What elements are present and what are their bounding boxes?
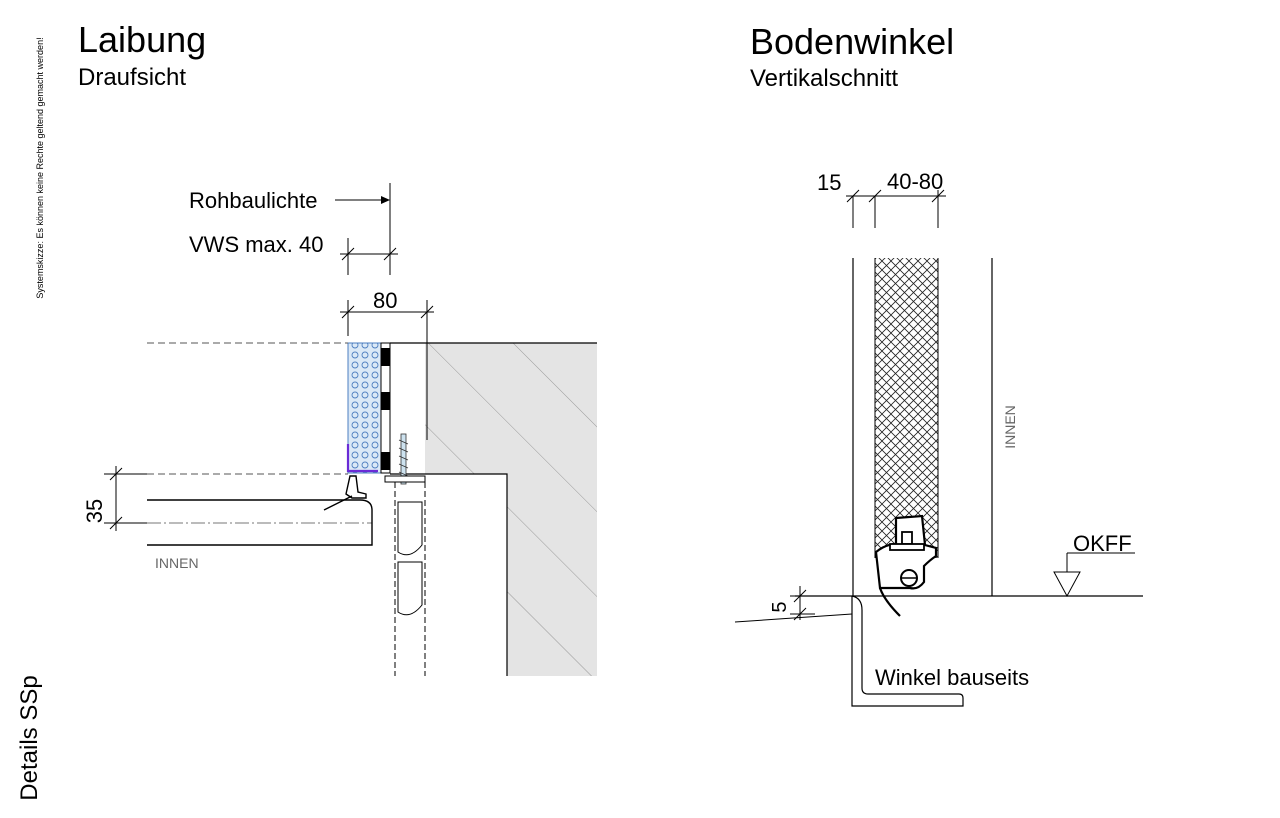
left-title: Laibung	[78, 19, 207, 60]
dim-40-80-label: 40-80	[887, 169, 943, 194]
dim-5-label: 5	[769, 601, 791, 612]
innen-label-left: INNEN	[155, 555, 199, 571]
rohbaulichte-label: Rohbaulichte	[189, 188, 317, 213]
laibung-drawing: Rohbaulichte VWS max. 40 80 35 INNEN	[82, 183, 597, 676]
innen-label-right: INNEN	[1002, 405, 1018, 449]
vws-label: VWS max. 40	[189, 232, 323, 257]
right-subtitle: Vertikalschnitt	[750, 65, 899, 92]
dim-15-label: 15	[817, 170, 841, 195]
dim-35-label: 35	[82, 499, 107, 523]
okff-label: OKFF	[1073, 531, 1132, 556]
insulation-panel	[347, 342, 382, 474]
bottom-seal-profile	[874, 514, 938, 590]
panel-core	[875, 258, 938, 558]
right-title: Bodenwinkel	[750, 21, 955, 62]
purple-profile	[346, 444, 378, 473]
winkel-label: Winkel bauseits	[875, 665, 1029, 690]
bodenwinkel-drawing: 15 40-80 INNEN OKFF 5 Winkel bauseits	[734, 169, 1143, 707]
dim-80-label: 80	[373, 288, 397, 313]
left-subtitle: Draufsicht	[78, 64, 187, 91]
